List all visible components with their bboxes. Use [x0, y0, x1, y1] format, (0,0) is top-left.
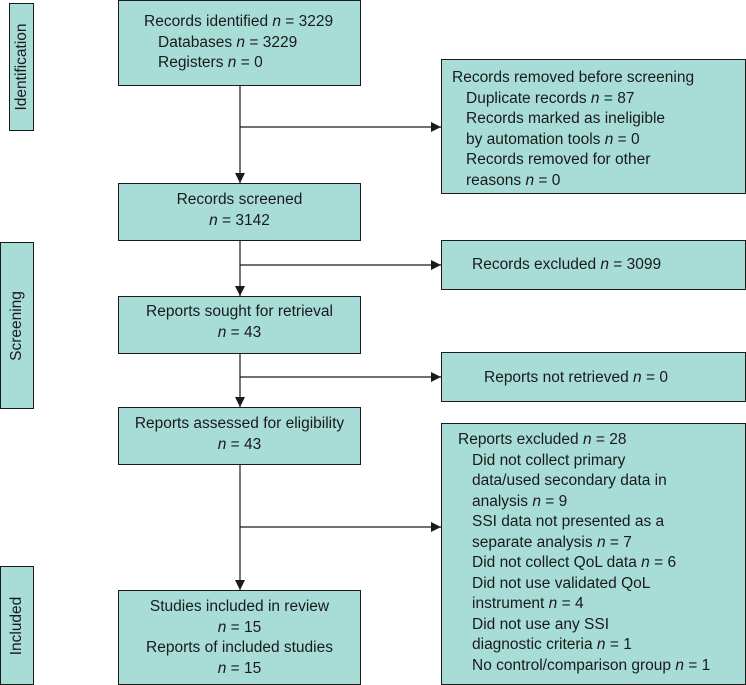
reason-line: Did not use validated QoL: [472, 574, 651, 592]
records-excluded-box: Records excluded n = 3099: [441, 240, 746, 290]
reason-line: analysis n = 9: [472, 492, 568, 510]
records-removed-box: Records removed before screening Duplica…: [441, 59, 746, 194]
records-screened-label: Records screened: [176, 191, 303, 208]
records-identified-box: Records identified n = 3229 Databases n …: [118, 0, 361, 86]
phase-screening: Screening: [0, 242, 34, 409]
reports-assessed-box: Reports assessed for eligibility n = 43: [118, 407, 361, 465]
reports-assessed-label: Reports assessed for eligibility: [134, 415, 345, 432]
reports-assessed-n: n = 43: [217, 435, 262, 453]
reason-line: diagnostic criteria n = 1: [472, 636, 632, 653]
other-reasons-text-2: reasons n = 0: [466, 171, 561, 189]
studies-included-n: n = 15: [217, 618, 262, 636]
reports-excluded-box: Reports excluded n = 28 Did not collect …: [441, 423, 746, 685]
reason-line: Did not use any SSI: [472, 615, 609, 633]
records-screened-n: n = 3142: [209, 211, 270, 229]
reports-not-retrieved-box: Reports not retrieved n = 0: [441, 352, 746, 402]
ineligible-text-1: Records marked as ineligible: [466, 110, 666, 127]
studies-included-label: Studies included in review: [149, 598, 330, 615]
registers-text: Registers n = 0: [158, 54, 263, 71]
reason-line: No control/comparison group n = 1: [472, 656, 711, 674]
reason-line: Did not collect QoL data n = 6: [472, 554, 677, 571]
reason-line: separate analysis n = 7: [472, 533, 632, 551]
records-excluded-text: Records excluded n = 3099: [472, 256, 662, 273]
reports-sought-n: n = 43: [217, 323, 262, 341]
records-identified-text: Records identified n = 3229: [144, 13, 334, 30]
databases-text: Databases n = 3229: [158, 33, 298, 51]
reason-line: Did not collect primary: [472, 451, 626, 469]
reports-included-label: Reports of included studies: [146, 639, 333, 656]
reason-line: SSI data not presented as a: [472, 513, 665, 530]
ineligible-text-2: by automation tools n = 0: [466, 130, 640, 148]
reports-included-n: n = 15: [217, 659, 262, 677]
studies-included-box: Studies included in review n = 15 Report…: [118, 590, 361, 685]
records-screened-box: Records screened n = 3142: [118, 183, 361, 241]
reason-line: instrument n = 4: [472, 595, 584, 612]
phase-identification: Identification: [9, 3, 34, 131]
reports-sought-box: Reports sought for retrieval n = 43: [118, 296, 361, 354]
reports-not-retrieved-text: Reports not retrieved n = 0: [484, 369, 668, 386]
records-removed-title: Records removed before screening: [452, 69, 695, 86]
duplicate-records-text: Duplicate records n = 87: [466, 89, 635, 107]
other-reasons-text-1: Records removed for other: [466, 151, 651, 168]
reports-sought-label: Reports sought for retrieval: [146, 303, 333, 320]
reason-line: data/used secondary data in: [472, 472, 667, 489]
reports-excluded-title: Reports excluded n = 28: [458, 431, 627, 448]
